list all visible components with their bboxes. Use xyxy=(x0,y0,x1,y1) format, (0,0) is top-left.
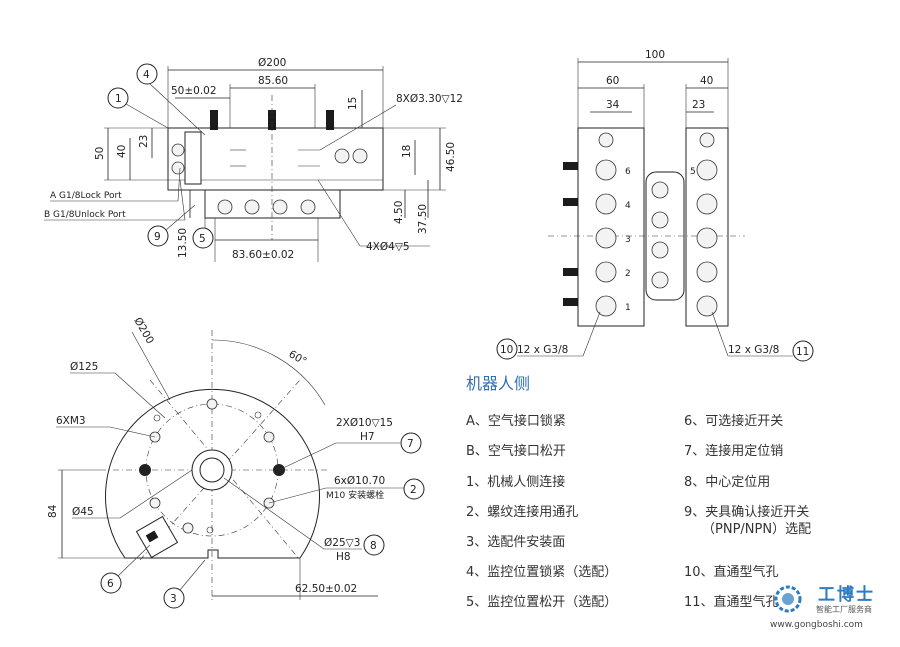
dim-6x10-70: 6xØ10.70 xyxy=(334,475,385,487)
legend-item-1: 1、机械人侧连接 xyxy=(466,475,566,490)
dim-angle-60: 60° xyxy=(287,348,309,368)
label-port-b: B G1/8Unlock Port xyxy=(44,210,126,220)
watermark-url: www.gongboshi.com xyxy=(770,620,863,630)
watermark-sub: 智能工厂服务商 xyxy=(816,605,872,614)
legend-item-3: 3、选配件安装面 xyxy=(466,535,566,550)
dim-plan-d200: Ø200 xyxy=(131,316,156,347)
legend-item-10: 10、直通型气孔 xyxy=(684,565,779,580)
legend-item-8: 8、中心定位用 xyxy=(684,475,771,490)
port-number-2: 2 xyxy=(625,269,631,279)
legend-item-b: B、空气接口松开 xyxy=(466,444,566,459)
callout-11: 11 xyxy=(796,346,809,358)
ports-right-column xyxy=(696,132,718,317)
dim-23-right: 23 xyxy=(692,99,705,111)
dim-6xm3: 6XM3 xyxy=(56,415,86,427)
dim-60: 60 xyxy=(606,75,619,87)
callout-3: 3 xyxy=(170,593,177,605)
legend-item-a: A、空气接口锁紧 xyxy=(466,414,566,429)
callout-5: 5 xyxy=(199,233,206,245)
dim-d45: Ø45 xyxy=(72,506,94,518)
dim-50: 50 xyxy=(94,147,106,160)
dim-40-right: 40 xyxy=(700,75,713,87)
port-number-3: 3 xyxy=(625,235,631,245)
legend-item-9: 9、夹具确认接近开关 xyxy=(684,505,810,520)
legend-item-4: 4、监控位置锁紧（选配） xyxy=(466,565,618,580)
dim-d200: Ø200 xyxy=(258,57,286,69)
dim-46-50: 46.50 xyxy=(445,142,457,172)
legend-item-11: 11、直通型气孔 xyxy=(684,595,779,610)
port-number-5: 5 xyxy=(690,167,696,177)
dim-85-60: 85.60 xyxy=(258,75,288,87)
ports-left-column xyxy=(595,132,617,317)
dim-4x4: 4XØ4▽5 xyxy=(366,241,410,253)
dim-62-50: 62.50±0.02 xyxy=(295,583,357,595)
callout-7: 7 xyxy=(407,438,414,450)
callout-1: 1 xyxy=(115,93,122,105)
dim-18: 18 xyxy=(401,145,413,158)
label-ports-right: 12 x G3/8 xyxy=(728,344,779,356)
dim-100: 100 xyxy=(645,49,665,61)
dim-8x330: 8XØ3.30▽12 xyxy=(396,93,463,105)
dim-50-tol: 50±0.02 xyxy=(171,85,217,97)
legend-item-7: 7、连接用定位销 xyxy=(684,444,784,459)
dim-34: 34 xyxy=(606,99,620,111)
dim-37-50: 37.50 xyxy=(417,204,429,234)
callout-10: 10 xyxy=(500,344,513,356)
label-ports-left: 12 x G3/8 xyxy=(517,344,568,356)
dim-40: 40 xyxy=(116,145,128,158)
side-view-right: 6 4 3 2 1 5 100 60 40 34 23 10 12 x G3/8… xyxy=(496,49,814,362)
side-view-left: Ø200 85.60 50±0.02 15 8XØ3.30▽12 50 40 2… xyxy=(44,57,463,262)
dim-h8: H8 xyxy=(336,551,351,563)
dim-4-50: 4.50 xyxy=(393,201,405,224)
legend-item-9-sub: （PNP/NPN）选配 xyxy=(702,522,812,537)
dim-2x10: 2XØ10▽15 xyxy=(336,417,393,429)
callout-6: 6 xyxy=(107,578,114,590)
legend-title: 机器人侧 xyxy=(466,374,531,393)
port-number-1: 1 xyxy=(625,303,631,313)
callout-9: 9 xyxy=(154,231,161,243)
callout-2: 2 xyxy=(410,484,417,496)
port-number-6: 6 xyxy=(625,167,631,177)
dim-83-60: 83.60±0.02 xyxy=(232,249,294,261)
dim-m10: M10 安装螺栓 xyxy=(326,489,384,501)
dim-84: 84 xyxy=(47,504,59,518)
legend-item-5: 5、监控位置松开（选配） xyxy=(466,595,618,610)
dim-d25: Ø25▽3 xyxy=(324,537,360,549)
port-number-4: 4 xyxy=(625,201,631,211)
callout-4: 4 xyxy=(143,69,150,81)
dim-h7: H7 xyxy=(360,431,375,443)
label-port-a: A G1/8Lock Port xyxy=(50,191,122,201)
plan-view: Ø200 Ø125 60° 6XM3 2XØ10▽15 H7 7 6xØ10.7… xyxy=(47,316,425,609)
watermark-name: 工博士 xyxy=(818,585,875,605)
dim-13-50: 13.50 xyxy=(177,228,189,258)
legend-item-6: 6、可选接近开关 xyxy=(684,414,784,429)
watermark: 工博士 智能工厂服务商 www.gongboshi.com xyxy=(758,580,893,635)
legend-item-2: 2、螺纹连接用通孔 xyxy=(466,505,579,520)
dim-15: 15 xyxy=(347,97,359,110)
dim-d125: Ø125 xyxy=(70,361,98,373)
callout-8: 8 xyxy=(370,540,377,552)
gear-logo-icon xyxy=(774,585,802,613)
dim-23: 23 xyxy=(138,135,150,148)
